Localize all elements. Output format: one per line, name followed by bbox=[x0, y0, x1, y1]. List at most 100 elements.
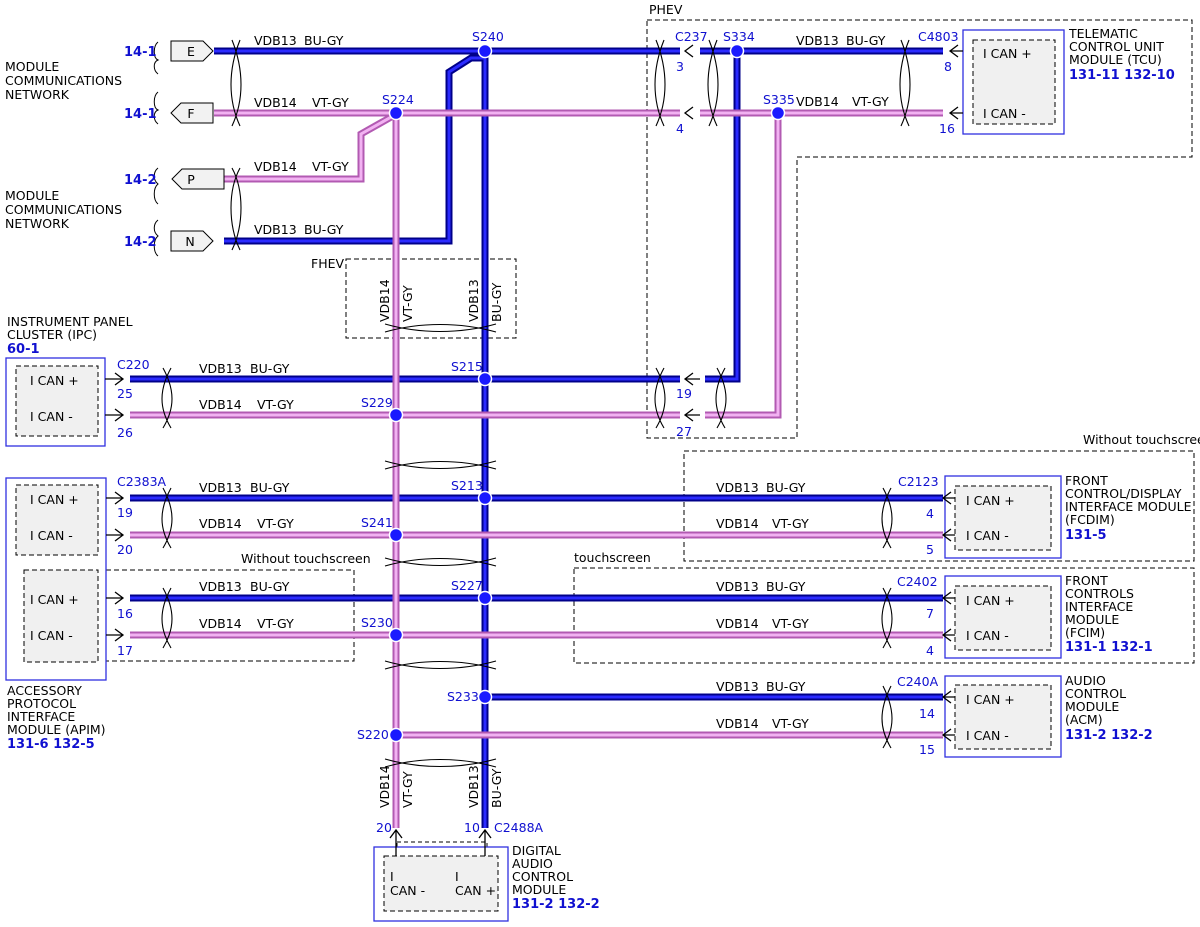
wire-code-label: VDB13 bbox=[716, 679, 759, 694]
ipc-pin-plus: 25 bbox=[117, 386, 133, 401]
splice-label-s240: S240 bbox=[472, 29, 504, 44]
tag-f: F bbox=[187, 106, 194, 121]
wire-code-label: VDB14 bbox=[377, 279, 392, 322]
tag-p: P bbox=[187, 172, 195, 187]
fcim-can-minus: I CAN - bbox=[966, 628, 1009, 643]
splice-label-s215: S215 bbox=[451, 359, 483, 374]
tcu-connector: C4803 bbox=[918, 29, 959, 44]
wire-code-label: VDB14 bbox=[254, 95, 297, 110]
apim-pin-19: 19 bbox=[117, 505, 133, 520]
wire-color-label: BU-GY bbox=[766, 480, 806, 495]
fcdim-name-line2: CONTROL/DISPLAY bbox=[1065, 486, 1182, 501]
wire-color-label: VT-GY bbox=[257, 616, 294, 631]
wire-color-label: VT-GY bbox=[257, 516, 294, 531]
apim-name-line4: MODULE (APIM) bbox=[7, 722, 106, 737]
splice-s215 bbox=[477, 371, 493, 387]
acm-can-plus: I CAN + bbox=[966, 692, 1015, 707]
fcdim-pin-minus: 5 bbox=[926, 542, 934, 557]
apim-pin-16: 16 bbox=[117, 606, 133, 621]
fcim-pin-plus: 7 bbox=[926, 606, 934, 621]
inline-pin-3: 3 bbox=[676, 59, 684, 74]
apim-pin-17: 17 bbox=[117, 643, 133, 658]
wire-code-label: VDB14 bbox=[199, 516, 242, 531]
splice-s213 bbox=[477, 490, 493, 506]
network-lower-line1: MODULE bbox=[5, 188, 59, 203]
apim-can-minus-1: I CAN - bbox=[30, 528, 73, 543]
splice-label-s230: S230 bbox=[361, 615, 393, 630]
wire-color-label: BU-GY bbox=[766, 679, 806, 694]
network-upper-line1: MODULE bbox=[5, 59, 59, 74]
fcdim-pin-plus: 4 bbox=[926, 506, 934, 521]
acm-pin-minus: 15 bbox=[919, 742, 935, 757]
acm-name-line4: (ACM) bbox=[1065, 712, 1103, 727]
apim-connector: C2383A bbox=[117, 474, 167, 489]
acm-module bbox=[944, 675, 1062, 758]
fcdim-ref: 131-5 bbox=[1065, 528, 1107, 543]
network-upper-line3: NETWORK bbox=[5, 87, 70, 102]
fcim-name-line2: CONTROLS bbox=[1065, 586, 1134, 601]
acm-name-line2: CONTROL bbox=[1065, 686, 1126, 701]
ipc-name-line2: CLUSTER (IPC) bbox=[7, 327, 97, 342]
fcim-name-line1: FRONT bbox=[1065, 573, 1108, 588]
splice-s220 bbox=[388, 727, 404, 743]
apim-can-minus-2: I CAN - bbox=[30, 628, 73, 643]
tcu-name-line2: CONTROL UNIT bbox=[1069, 39, 1164, 54]
network-ref-f: 14-1 bbox=[124, 107, 157, 122]
wire-color-label: BU-GY bbox=[250, 361, 290, 376]
wire-code-label: VDB14 bbox=[199, 616, 242, 631]
wire-code-label: VDB14 bbox=[716, 616, 759, 631]
vdb13-wires-inner bbox=[130, 49, 943, 828]
phev-pin-19: 19 bbox=[676, 386, 692, 401]
splice-label-s213: S213 bbox=[451, 478, 483, 493]
group-label-fhev: FHEV bbox=[311, 256, 344, 271]
wire-color-label: VT-GY bbox=[772, 516, 809, 531]
fcdim-module bbox=[944, 475, 1062, 559]
dacm-module bbox=[373, 846, 509, 922]
vdb13-wires-outer bbox=[130, 47, 943, 828]
ipc-name-line1: INSTRUMENT PANEL bbox=[7, 314, 133, 329]
apim-name-line1: ACCESSORY bbox=[7, 683, 82, 698]
wire-code-label: VDB13 bbox=[254, 33, 297, 48]
dacm-name-line4: MODULE bbox=[512, 882, 566, 897]
fcdim-name-line1: FRONT bbox=[1065, 473, 1108, 488]
splice-points bbox=[388, 43, 786, 743]
splice-s240 bbox=[477, 43, 493, 59]
wire-color-label: BU-GY bbox=[304, 33, 344, 48]
network-upper-line2: COMMUNICATIONS bbox=[5, 73, 122, 88]
wire-color-label: BU-GY bbox=[250, 480, 290, 495]
wire-code-label: VDB13 bbox=[466, 765, 481, 808]
splice-s233 bbox=[477, 689, 493, 705]
tcu-can-minus: I CAN - bbox=[983, 106, 1026, 121]
tcu-module bbox=[962, 29, 1065, 135]
splice-s230 bbox=[388, 627, 404, 643]
wire-code-label: VDB13 bbox=[796, 33, 839, 48]
acm-can-minus: I CAN - bbox=[966, 728, 1009, 743]
ipc-pin-minus: 26 bbox=[117, 425, 133, 440]
acm-ref: 131-2 132-2 bbox=[1065, 728, 1153, 743]
wire-color-label: VT-GY bbox=[852, 94, 889, 109]
inline-pin-4: 4 bbox=[676, 121, 684, 136]
wire-color-label: BU-GY bbox=[250, 579, 290, 594]
phev-pin-27: 27 bbox=[676, 424, 692, 439]
group-label-touchscreen: touchscreen bbox=[574, 550, 651, 565]
network-lower-line3: NETWORK bbox=[5, 216, 70, 231]
wire-color-label: BU-GY bbox=[766, 579, 806, 594]
wire-color-label: VT-GY bbox=[312, 95, 349, 110]
apim-can-plus-1: I CAN + bbox=[30, 492, 79, 507]
splice-s227 bbox=[477, 590, 493, 606]
fcdim-name-line3: INTERFACE MODULE bbox=[1065, 499, 1192, 514]
splice-s241 bbox=[388, 527, 404, 543]
wire-code-label: VDB14 bbox=[716, 516, 759, 531]
splice-s224 bbox=[388, 105, 404, 121]
fcdim-name-line4: (FCDIM) bbox=[1065, 512, 1115, 527]
wire-color-label: VT-GY bbox=[312, 159, 349, 174]
network-ref-p: 14-2 bbox=[124, 173, 157, 188]
dacm-can-i-a: I bbox=[390, 869, 394, 884]
network-ref-n: 14-2 bbox=[124, 235, 157, 250]
phev-group-outline bbox=[646, 19, 1193, 439]
acm-pin-plus: 14 bbox=[919, 706, 935, 721]
splice-label-s335: S335 bbox=[763, 92, 795, 107]
splice-label-s229: S229 bbox=[361, 395, 393, 410]
group-label-without-touchscreen-apim: Without touchscreen bbox=[241, 551, 371, 566]
apim-module bbox=[5, 477, 107, 681]
